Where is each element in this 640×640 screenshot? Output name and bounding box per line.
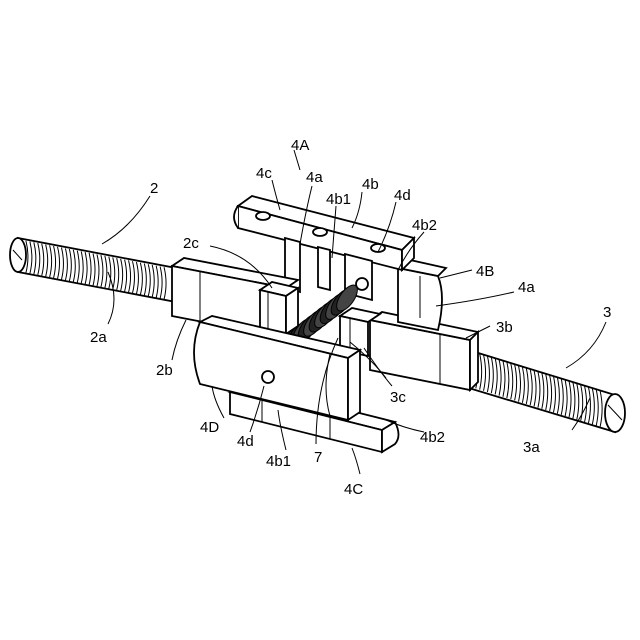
label-7: 7 <box>314 449 322 466</box>
block-4B <box>398 260 446 330</box>
label-4d-top: 4d <box>394 187 411 204</box>
label-4C: 4C <box>344 481 363 498</box>
label-4b: 4b <box>362 176 379 193</box>
label-4b2-bottom: 4b2 <box>420 429 445 446</box>
label-3a: 3a <box>523 439 540 456</box>
label-2c: 2c <box>183 235 199 252</box>
label-4a-right: 4a <box>518 279 535 296</box>
label-4b2-top: 4b2 <box>412 217 437 234</box>
label-3: 3 <box>603 304 611 321</box>
label-2: 2 <box>150 180 158 197</box>
label-3c: 3c <box>390 389 406 406</box>
label-4B: 4B <box>476 263 494 280</box>
tab-2c <box>260 282 298 334</box>
label-3b: 3b <box>496 319 513 336</box>
label-4b1-bottom: 4b1 <box>266 453 291 470</box>
label-4D: 4D <box>200 419 219 436</box>
label-4a-top: 4a <box>306 169 323 186</box>
label-4b1-top: 4b1 <box>326 191 351 208</box>
label-4d-bottom: 4d <box>237 433 254 450</box>
left-threaded-rod <box>10 238 176 302</box>
label-4A: 4A <box>291 137 309 154</box>
label-2b: 2b <box>156 362 173 379</box>
label-4c: 4c <box>256 165 272 182</box>
right-threaded-rod <box>462 348 625 432</box>
label-2a: 2a <box>90 329 107 346</box>
